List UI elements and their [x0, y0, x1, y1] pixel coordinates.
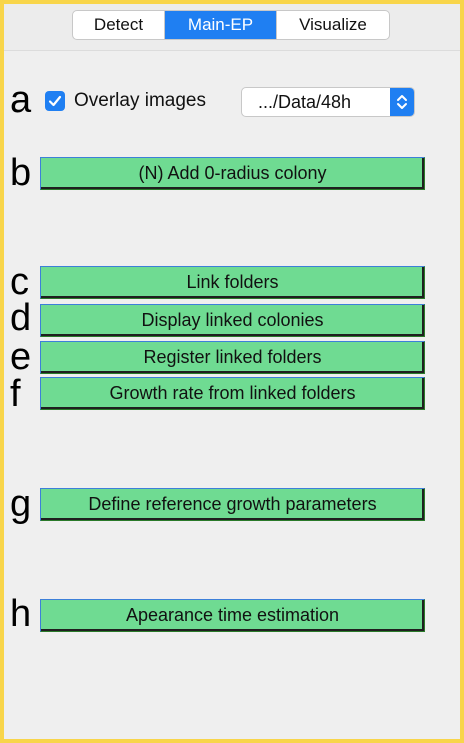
appearance-time-estimation-button[interactable]: Apearance time estimation: [40, 599, 425, 632]
overlay-images-checkbox[interactable]: [45, 91, 65, 111]
add-zero-radius-colony-button[interactable]: (N) Add 0-radius colony: [40, 157, 425, 190]
folder-select[interactable]: .../Data/48h: [241, 87, 415, 117]
annotation-letter-c: c: [10, 261, 29, 303]
tab-visualize[interactable]: Visualize: [299, 15, 367, 34]
tab-group: Detect Main-EP Visualize: [72, 10, 390, 40]
up-down-chevron-icon: [390, 88, 414, 116]
annotation-letter-e: e: [10, 336, 32, 378]
link-folders-button[interactable]: Link folders: [40, 266, 425, 299]
display-linked-colonies-button[interactable]: Display linked colonies: [40, 304, 425, 337]
growth-rate-linked-folders-button[interactable]: Growth rate from linked folders: [40, 377, 425, 410]
overlay-images-label: Overlay images: [74, 90, 206, 111]
tab-bar: Detect Main-EP Visualize: [4, 4, 460, 51]
folder-select-value: .../Data/48h: [258, 91, 352, 112]
define-reference-growth-button[interactable]: Define reference growth parameters: [40, 488, 425, 521]
register-linked-folders-button[interactable]: Register linked folders: [40, 341, 425, 374]
annotation-letter-a: a: [10, 79, 32, 121]
checkmark-icon: [48, 95, 62, 107]
annotation-letter-g: g: [10, 483, 32, 525]
tab-main-ep[interactable]: Main-EP: [165, 11, 277, 39]
tab-detect[interactable]: Detect: [73, 11, 165, 39]
annotation-letter-d: d: [10, 297, 32, 339]
app-window: Detect Main-EP Visualize a b c d e f g h…: [4, 4, 460, 739]
annotation-letter-h: h: [10, 593, 32, 635]
annotation-letter-b: b: [10, 152, 32, 194]
annotation-letter-f: f: [10, 373, 21, 415]
